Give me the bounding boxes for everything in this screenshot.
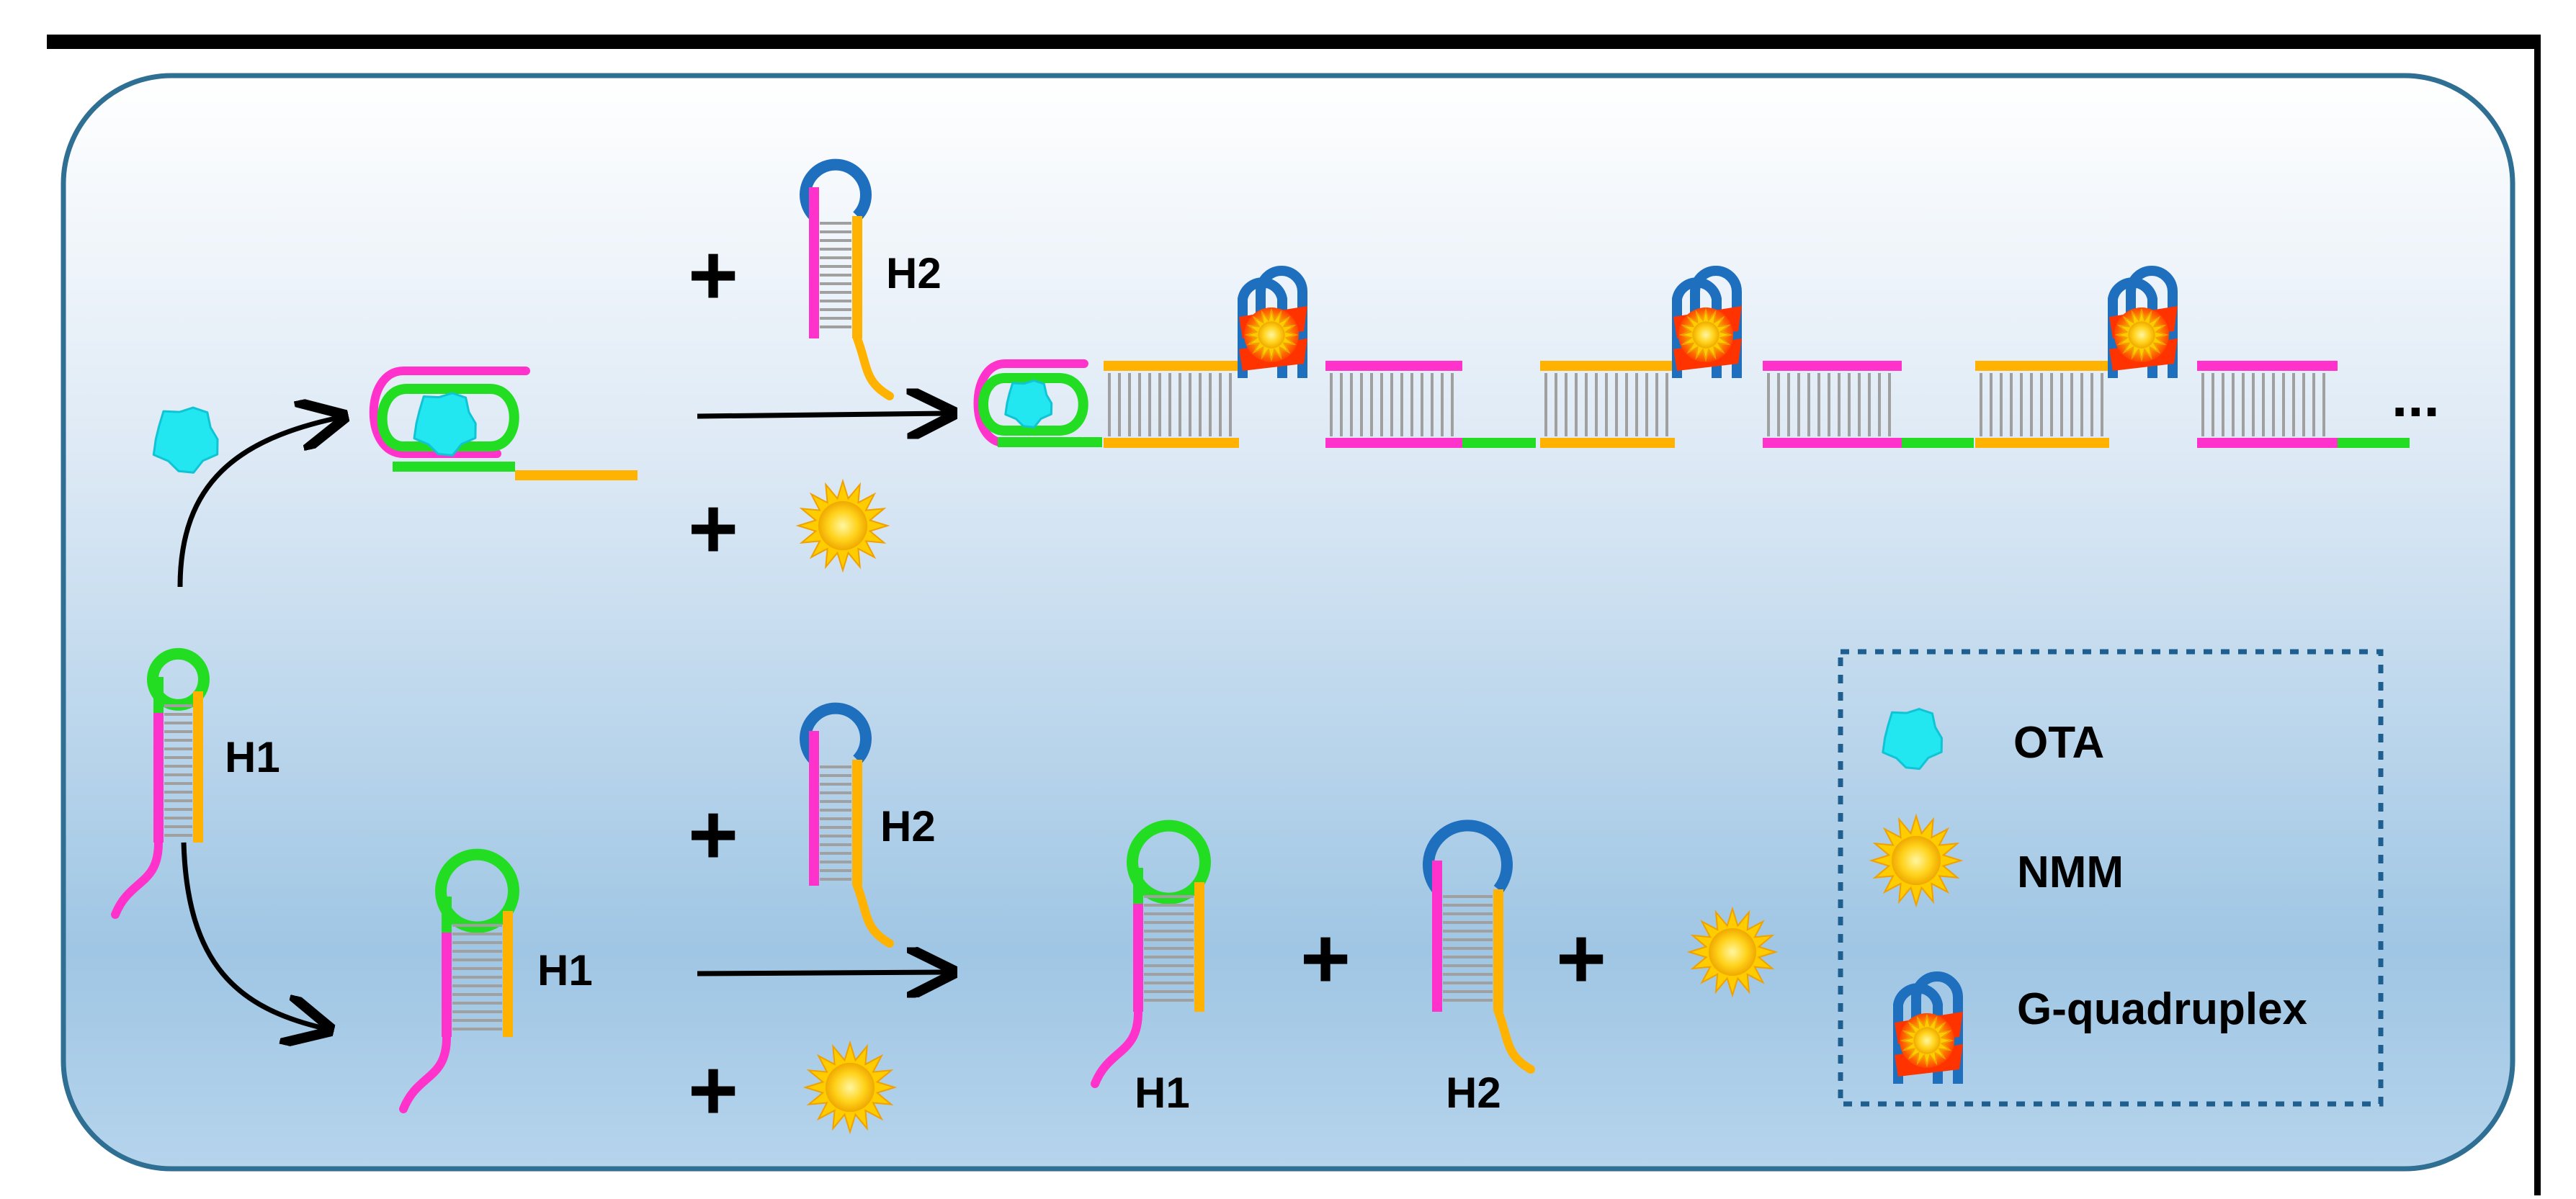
h1-hairpin-left	[111, 647, 210, 919]
complex-magenta	[369, 367, 530, 458]
g-quadruplex-3	[2108, 266, 2178, 378]
legend-ota-label: OTA	[2013, 718, 2104, 768]
h1-hairpin-bottom	[399, 848, 519, 1113]
ota-blob	[1004, 379, 1053, 428]
gq-nmm	[1900, 1013, 1954, 1068]
legend-ota-icon	[1882, 708, 1943, 771]
gq-nmm	[2114, 307, 2169, 362]
plus-sign-products-2: +	[1556, 910, 1606, 1007]
gq-loop-2	[1911, 971, 1963, 1084]
sun-core	[1692, 321, 1719, 349]
h1-tail	[399, 1033, 451, 1113]
plus-sign-top-nmm: +	[688, 480, 738, 577]
sun-core	[825, 1062, 875, 1113]
g-quadruplex-1	[1238, 266, 1307, 378]
h2-label-top: H2	[886, 249, 942, 297]
arrow-hcr-top	[697, 413, 947, 416]
hcr-product	[973, 359, 2410, 448]
g-quadruplex-2	[1672, 266, 1742, 378]
nmm-top	[795, 478, 890, 573]
ota-blob	[413, 392, 477, 457]
plus-sign-bottom-nmm: +	[688, 1042, 738, 1139]
ota-blob	[1882, 708, 1943, 771]
legend-g-quadruplex-icon	[1893, 971, 1963, 1084]
h2-tail	[853, 881, 894, 948]
top-border	[47, 35, 2539, 49]
arrow-to-ota-complex	[177, 418, 339, 588]
h2-label-bottom-reactant: H2	[880, 802, 936, 850]
h2-hairpin-top	[800, 158, 894, 400]
legend-nmm-label: NMM	[2017, 848, 2124, 897]
hcr-unit-1	[1104, 361, 1536, 448]
h1-tail	[1091, 1007, 1142, 1088]
complex-green	[377, 384, 519, 452]
sun-core	[1258, 321, 1285, 349]
h1-loop	[435, 848, 519, 933]
ota-bound	[413, 392, 477, 457]
gq-nmm	[1244, 307, 1299, 362]
h1-hairpin-product	[1091, 819, 1211, 1088]
h2-loop	[800, 158, 872, 220]
product-magenta	[973, 359, 1088, 447]
h1-label-left: H1	[225, 733, 280, 781]
hcr-unit-2	[1540, 361, 1974, 448]
sun-core	[1891, 835, 1941, 886]
sun-core	[1913, 1027, 1941, 1054]
right-border	[2534, 35, 2541, 1195]
legend-g-quadruplex-label: G-quadruplex	[2017, 984, 2308, 1034]
h2-label-product: H2	[1446, 1069, 1501, 1117]
legend-frame	[1838, 649, 2384, 1107]
plus-sign-bottom-h2: +	[688, 786, 738, 883]
ota-h1-complex	[369, 367, 638, 480]
sun-core	[818, 500, 868, 551]
nmm-free-product	[1686, 906, 1779, 998]
h2-hairpin-product	[1423, 819, 1535, 1074]
legend-nmm-icon	[1869, 813, 1964, 908]
gq-loop-2	[1256, 266, 1307, 378]
ota-product	[1004, 379, 1053, 428]
gq-loop-2	[2126, 266, 2178, 378]
h2-loop	[800, 702, 872, 764]
h1-label-product: H1	[1135, 1069, 1190, 1117]
h1-loop	[1127, 819, 1211, 904]
hcr-unit-3	[1975, 361, 2410, 448]
gq-nmm	[1678, 307, 1733, 362]
h2-tail	[853, 334, 894, 400]
h1-label-bottom-reactant: H1	[537, 946, 593, 994]
arrow-bottom	[697, 972, 947, 974]
h2-hairpin-bottom	[800, 702, 894, 948]
nmm-bottom	[802, 1040, 898, 1135]
h2-tail	[1494, 1007, 1535, 1074]
sun-core	[2128, 321, 2155, 349]
h1-tail	[111, 838, 163, 919]
sun-core	[1709, 928, 1756, 976]
h2-loop	[1423, 819, 1513, 893]
arrow-to-h1-intact	[181, 842, 324, 1028]
arrows	[177, 413, 947, 1028]
plus-sign-top-h2: +	[688, 227, 738, 323]
ota-blob	[152, 406, 219, 474]
plus-sign-products-1: +	[1300, 910, 1351, 1007]
ellipsis: ...	[2392, 364, 2440, 428]
gq-loop-2	[1690, 266, 1742, 378]
ota-free	[152, 406, 219, 474]
product-green	[978, 373, 1088, 436]
